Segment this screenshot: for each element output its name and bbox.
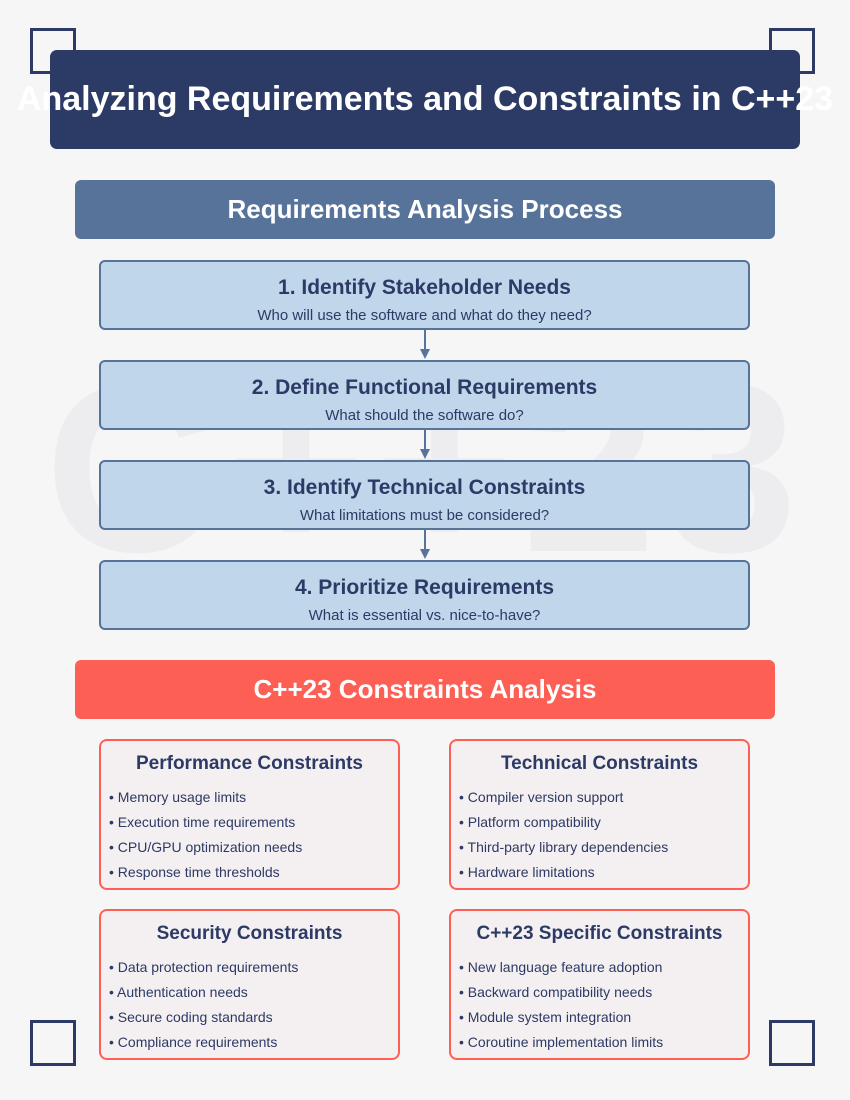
list-item: Authentication needs: [109, 980, 398, 1005]
list-item: Compiler version support: [459, 785, 748, 810]
process-section-header: Requirements Analysis Process: [75, 180, 775, 239]
card-title: Technical Constraints: [500, 753, 699, 774]
performance-constraints-card: Performance Constraints Memory usage lim…: [99, 739, 400, 890]
list-item: Platform compatibility: [459, 810, 748, 835]
process-step-4: 4. Prioritize Requirements What is essen…: [99, 560, 750, 630]
card-title: C++23 Specific Constraints: [476, 923, 723, 944]
constraints-section-header: C++23 Constraints Analysis: [75, 660, 775, 719]
step-title: 4. Prioritize Requirements: [294, 576, 555, 599]
technical-constraints-card: Technical Constraints Compiler version s…: [449, 739, 750, 890]
list-item: Coroutine implementation limits: [459, 1030, 748, 1055]
constraint-list: Compiler version support Platform compat…: [451, 785, 748, 885]
list-item: Response time thresholds: [109, 860, 398, 885]
list-item: Third-party library dependencies: [459, 835, 748, 860]
constraint-list: Data protection requirements Authenticat…: [101, 955, 398, 1055]
list-item: Memory usage limits: [109, 785, 398, 810]
down-arrow-icon: [420, 330, 430, 360]
process-step-1: 1. Identify Stakeholder Needs Who will u…: [99, 260, 750, 330]
step-title: 3. Identify Technical Constraints: [263, 476, 586, 499]
security-constraints-card: Security Constraints Data protection req…: [99, 909, 400, 1060]
list-item: Compliance requirements: [109, 1030, 398, 1055]
step-title: 2. Define Functional Requirements: [251, 376, 598, 399]
list-item: Secure coding standards: [109, 1005, 398, 1030]
down-arrow-icon: [420, 430, 430, 460]
list-item: Data protection requirements: [109, 955, 398, 980]
step-description: Who will use the software and what do th…: [257, 307, 592, 324]
title-banner: Analyzing Requirements and Constraints i…: [17, 50, 833, 149]
constraint-list: Memory usage limits Execution time requi…: [101, 785, 398, 885]
corner-decoration-bottom-right: [769, 1020, 815, 1066]
list-item: Execution time requirements: [109, 810, 398, 835]
process-step-3: 3. Identify Technical Constraints What l…: [99, 460, 750, 530]
page-title: Analyzing Requirements and Constraints i…: [16, 80, 834, 118]
list-item: New language feature adoption: [459, 955, 748, 980]
list-item: Hardware limitations: [459, 860, 748, 885]
constraint-list: New language feature adoption Backward c…: [451, 955, 748, 1055]
card-title: Security Constraints: [156, 923, 343, 944]
cpp23-specific-constraints-card: C++23 Specific Constraints New language …: [449, 909, 750, 1060]
corner-decoration-bottom-left: [30, 1020, 76, 1066]
step-description: What should the software do?: [325, 407, 524, 424]
list-item: CPU/GPU optimization needs: [109, 835, 398, 860]
process-step-2: 2. Define Functional Requirements What s…: [99, 360, 750, 430]
list-item: Backward compatibility needs: [459, 980, 748, 1005]
step-description: What limitations must be considered?: [299, 507, 550, 524]
card-title: Performance Constraints: [135, 753, 363, 774]
step-description: What is essential vs. nice-to-have?: [308, 607, 541, 624]
step-title: 1. Identify Stakeholder Needs: [278, 276, 571, 299]
list-item: Module system integration: [459, 1005, 748, 1030]
down-arrow-icon: [420, 530, 430, 560]
